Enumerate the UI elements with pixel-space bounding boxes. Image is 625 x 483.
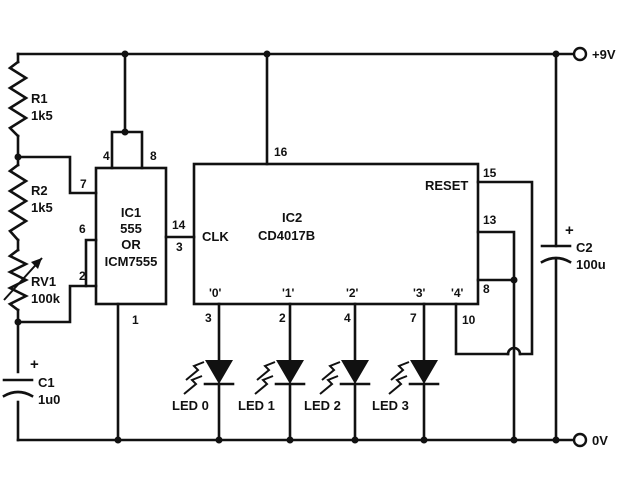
- potentiometer-rv1: RV1 100k: [3, 248, 61, 312]
- junction-dot: [510, 276, 518, 284]
- c2-value: 100u: [576, 257, 606, 272]
- ic2-pin-7: 7: [410, 311, 417, 325]
- junction-dot: [351, 436, 359, 444]
- junction-dot: [286, 436, 294, 444]
- ic2-clk-label: CLK: [202, 229, 229, 244]
- ic2-output-0: '0': [209, 286, 222, 300]
- led-3-label: LED 3: [372, 398, 409, 413]
- ic1-line-2: 555: [120, 221, 142, 236]
- capacitor-c1: + C1 1u0: [2, 356, 60, 407]
- r1-value: 1k5: [31, 108, 53, 123]
- ic1-pin-6: 6: [79, 222, 86, 236]
- ic1-line-3: OR: [121, 237, 141, 252]
- r1-name: R1: [31, 91, 48, 106]
- supply-label: +9V: [592, 47, 616, 62]
- ic1-line-1: IC1: [121, 205, 141, 220]
- ic1-pin-3: 3: [176, 240, 183, 254]
- ic2-output-2: '2': [346, 286, 359, 300]
- ic2-pin-16: 16: [274, 145, 288, 159]
- ic1-pin-14: 14: [172, 218, 186, 232]
- ic1-body: [94, 166, 168, 306]
- ic1-pin-1: 1: [132, 313, 139, 327]
- ground-terminal: [572, 432, 588, 448]
- junction-dot: [263, 50, 271, 58]
- junction-dot: [215, 436, 223, 444]
- junction-dot: [552, 50, 560, 58]
- junction-dot: [420, 436, 428, 444]
- rv1-name: RV1: [31, 274, 56, 289]
- led-3: LED 3: [372, 302, 440, 442]
- led-0-label: LED 0: [172, 398, 209, 413]
- ic2-pin-8: 8: [483, 282, 490, 296]
- junction-dot: [121, 128, 129, 136]
- ic2-pin-15: 15: [483, 166, 497, 180]
- ic2-counter: IC2 CD4017B CLK RESET 16 15 13 8 10 '0' …: [192, 50, 497, 327]
- ic2-output-4: '4': [451, 286, 464, 300]
- led-1: LED 1: [238, 302, 306, 442]
- c2-polarity: +: [565, 222, 574, 239]
- ic2-line-1: IC2: [282, 210, 302, 225]
- resistor-r2: R2 1k5: [7, 163, 53, 242]
- junction-dot: [14, 318, 22, 326]
- ground-label: 0V: [592, 433, 608, 448]
- supply-terminal: [572, 46, 588, 62]
- junction-dot: [552, 436, 560, 444]
- junction-dot: [14, 153, 22, 161]
- ic2-pin-2: 2: [279, 311, 286, 325]
- ic1-line-4: ICM7555: [105, 254, 158, 269]
- ic2-body: [192, 162, 480, 306]
- ic2-pin-3: 3: [205, 311, 212, 325]
- ic2-output-1: '1': [282, 286, 295, 300]
- supply-rail: +9V: [16, 46, 616, 62]
- junction-dot: [121, 50, 129, 58]
- junction-dot: [510, 436, 518, 444]
- led-1-label: LED 1: [238, 398, 275, 413]
- c1-polarity: +: [30, 356, 39, 373]
- led-0: LED 0: [172, 302, 235, 442]
- left-column-wiring: [16, 52, 98, 442]
- c1-value: 1u0: [38, 392, 60, 407]
- ground-rail: 0V: [16, 432, 608, 448]
- ic1-pin-8: 8: [150, 149, 157, 163]
- led-2: LED 2: [304, 302, 371, 442]
- ic2-pin-10: 10: [462, 313, 476, 327]
- ic2-pin-4: 4: [344, 311, 351, 325]
- ic1-pin-4: 4: [103, 149, 110, 163]
- led-2-label: LED 2: [304, 398, 341, 413]
- ic1-pin-7: 7: [80, 177, 87, 191]
- r2-name: R2: [31, 183, 48, 198]
- ic2-line-2: CD4017B: [258, 228, 315, 243]
- resistor-r1: R1 1k5: [7, 60, 53, 138]
- c1-name: C1: [38, 375, 55, 390]
- c2-name: C2: [576, 240, 593, 255]
- ic2-output-3: '3': [413, 286, 426, 300]
- ic2-pin-13: 13: [483, 213, 497, 227]
- ic1-pin-2: 2: [79, 269, 86, 283]
- rv1-value: 100k: [31, 291, 61, 306]
- reset-wiring: [454, 180, 534, 444]
- ic2-reset-label: RESET: [425, 178, 468, 193]
- r2-value: 1k5: [31, 200, 53, 215]
- ic1-timer: IC1 555 OR ICM7555 4 8 7 6 2 1 14 3: [79, 50, 196, 442]
- capacitor-c2: + C2 100u: [540, 50, 606, 444]
- junction-dot: [114, 436, 122, 444]
